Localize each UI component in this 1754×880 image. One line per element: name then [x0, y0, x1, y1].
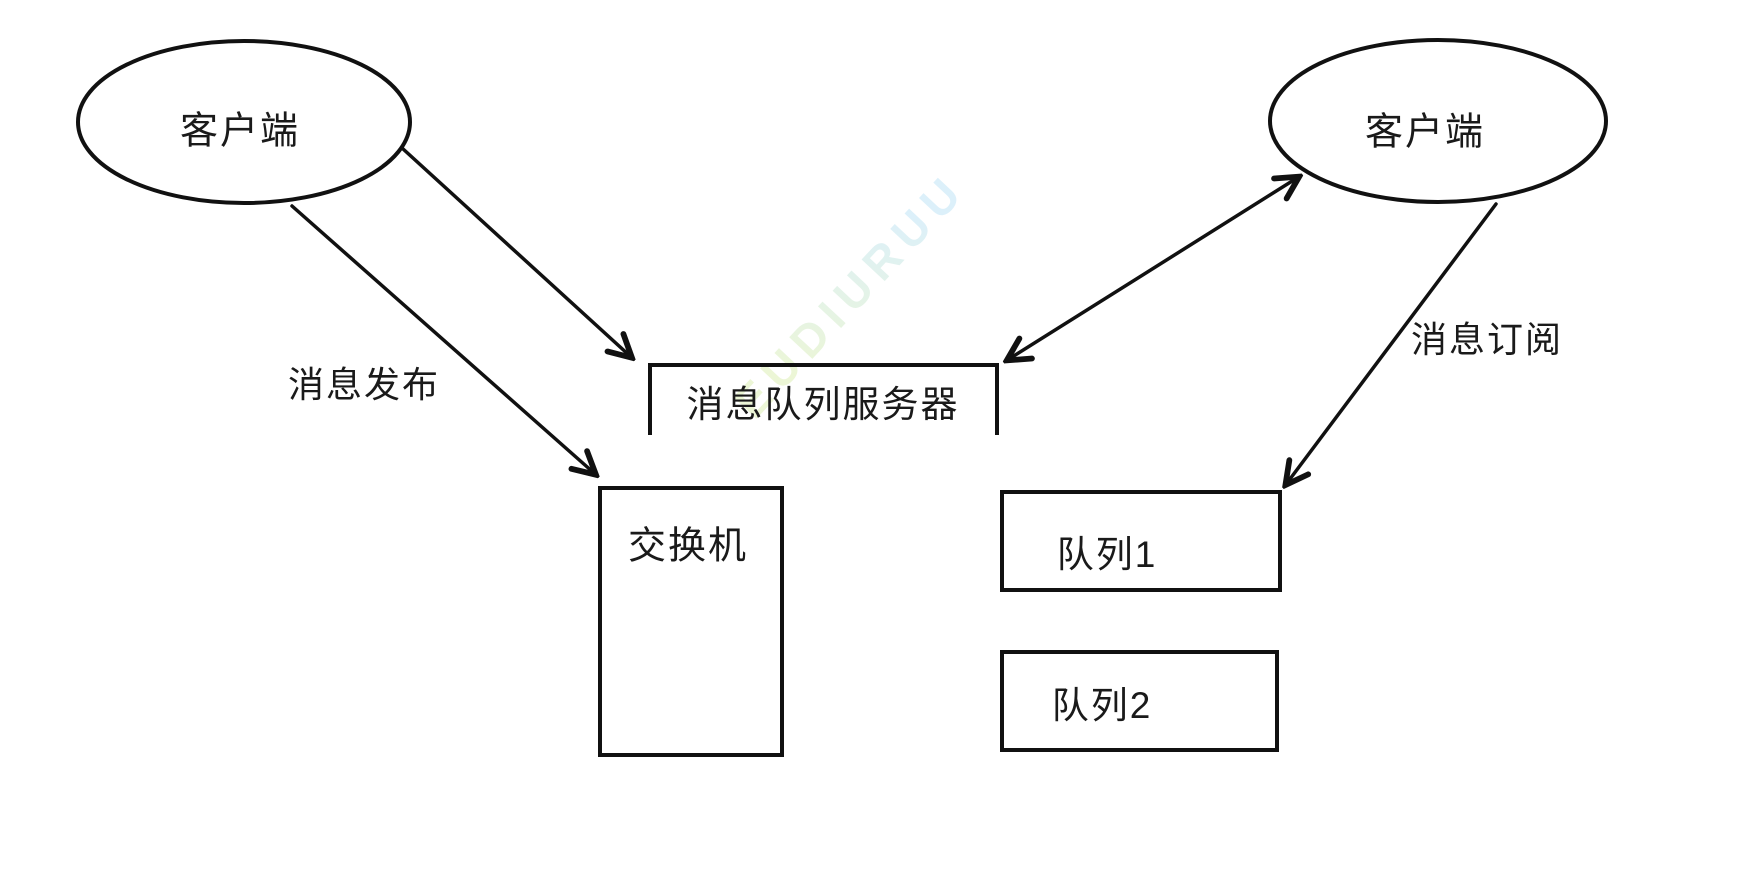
client-left-ellipse	[76, 39, 412, 205]
client-right-label: 客户端	[1364, 111, 1486, 154]
arrow-publish-client-left-to-exchange	[290, 204, 594, 473]
client-left-label: 客户端	[179, 110, 301, 153]
queue2-box	[1000, 650, 1279, 752]
arrow-client-left-to-server	[400, 146, 630, 356]
queue2-label: 队列2	[1051, 685, 1153, 726]
client-right-ellipse	[1268, 38, 1608, 204]
arrow-subscribe-client-right-to-queue1	[1287, 202, 1498, 483]
subscribe-edge-label: 消息订阅	[1410, 319, 1564, 360]
exchange-label: 交换机	[627, 525, 749, 568]
queue1-box	[1000, 490, 1282, 592]
message-queue-server-label: 消息队列服务器	[686, 384, 960, 425]
queue1-label: 队列1	[1056, 534, 1158, 575]
exchange-box	[598, 486, 784, 757]
arrow-server-client-right-bidirectional	[1009, 178, 1297, 359]
publish-edge-label: 消息发布	[287, 364, 441, 405]
message-queue-server-box	[648, 363, 999, 435]
